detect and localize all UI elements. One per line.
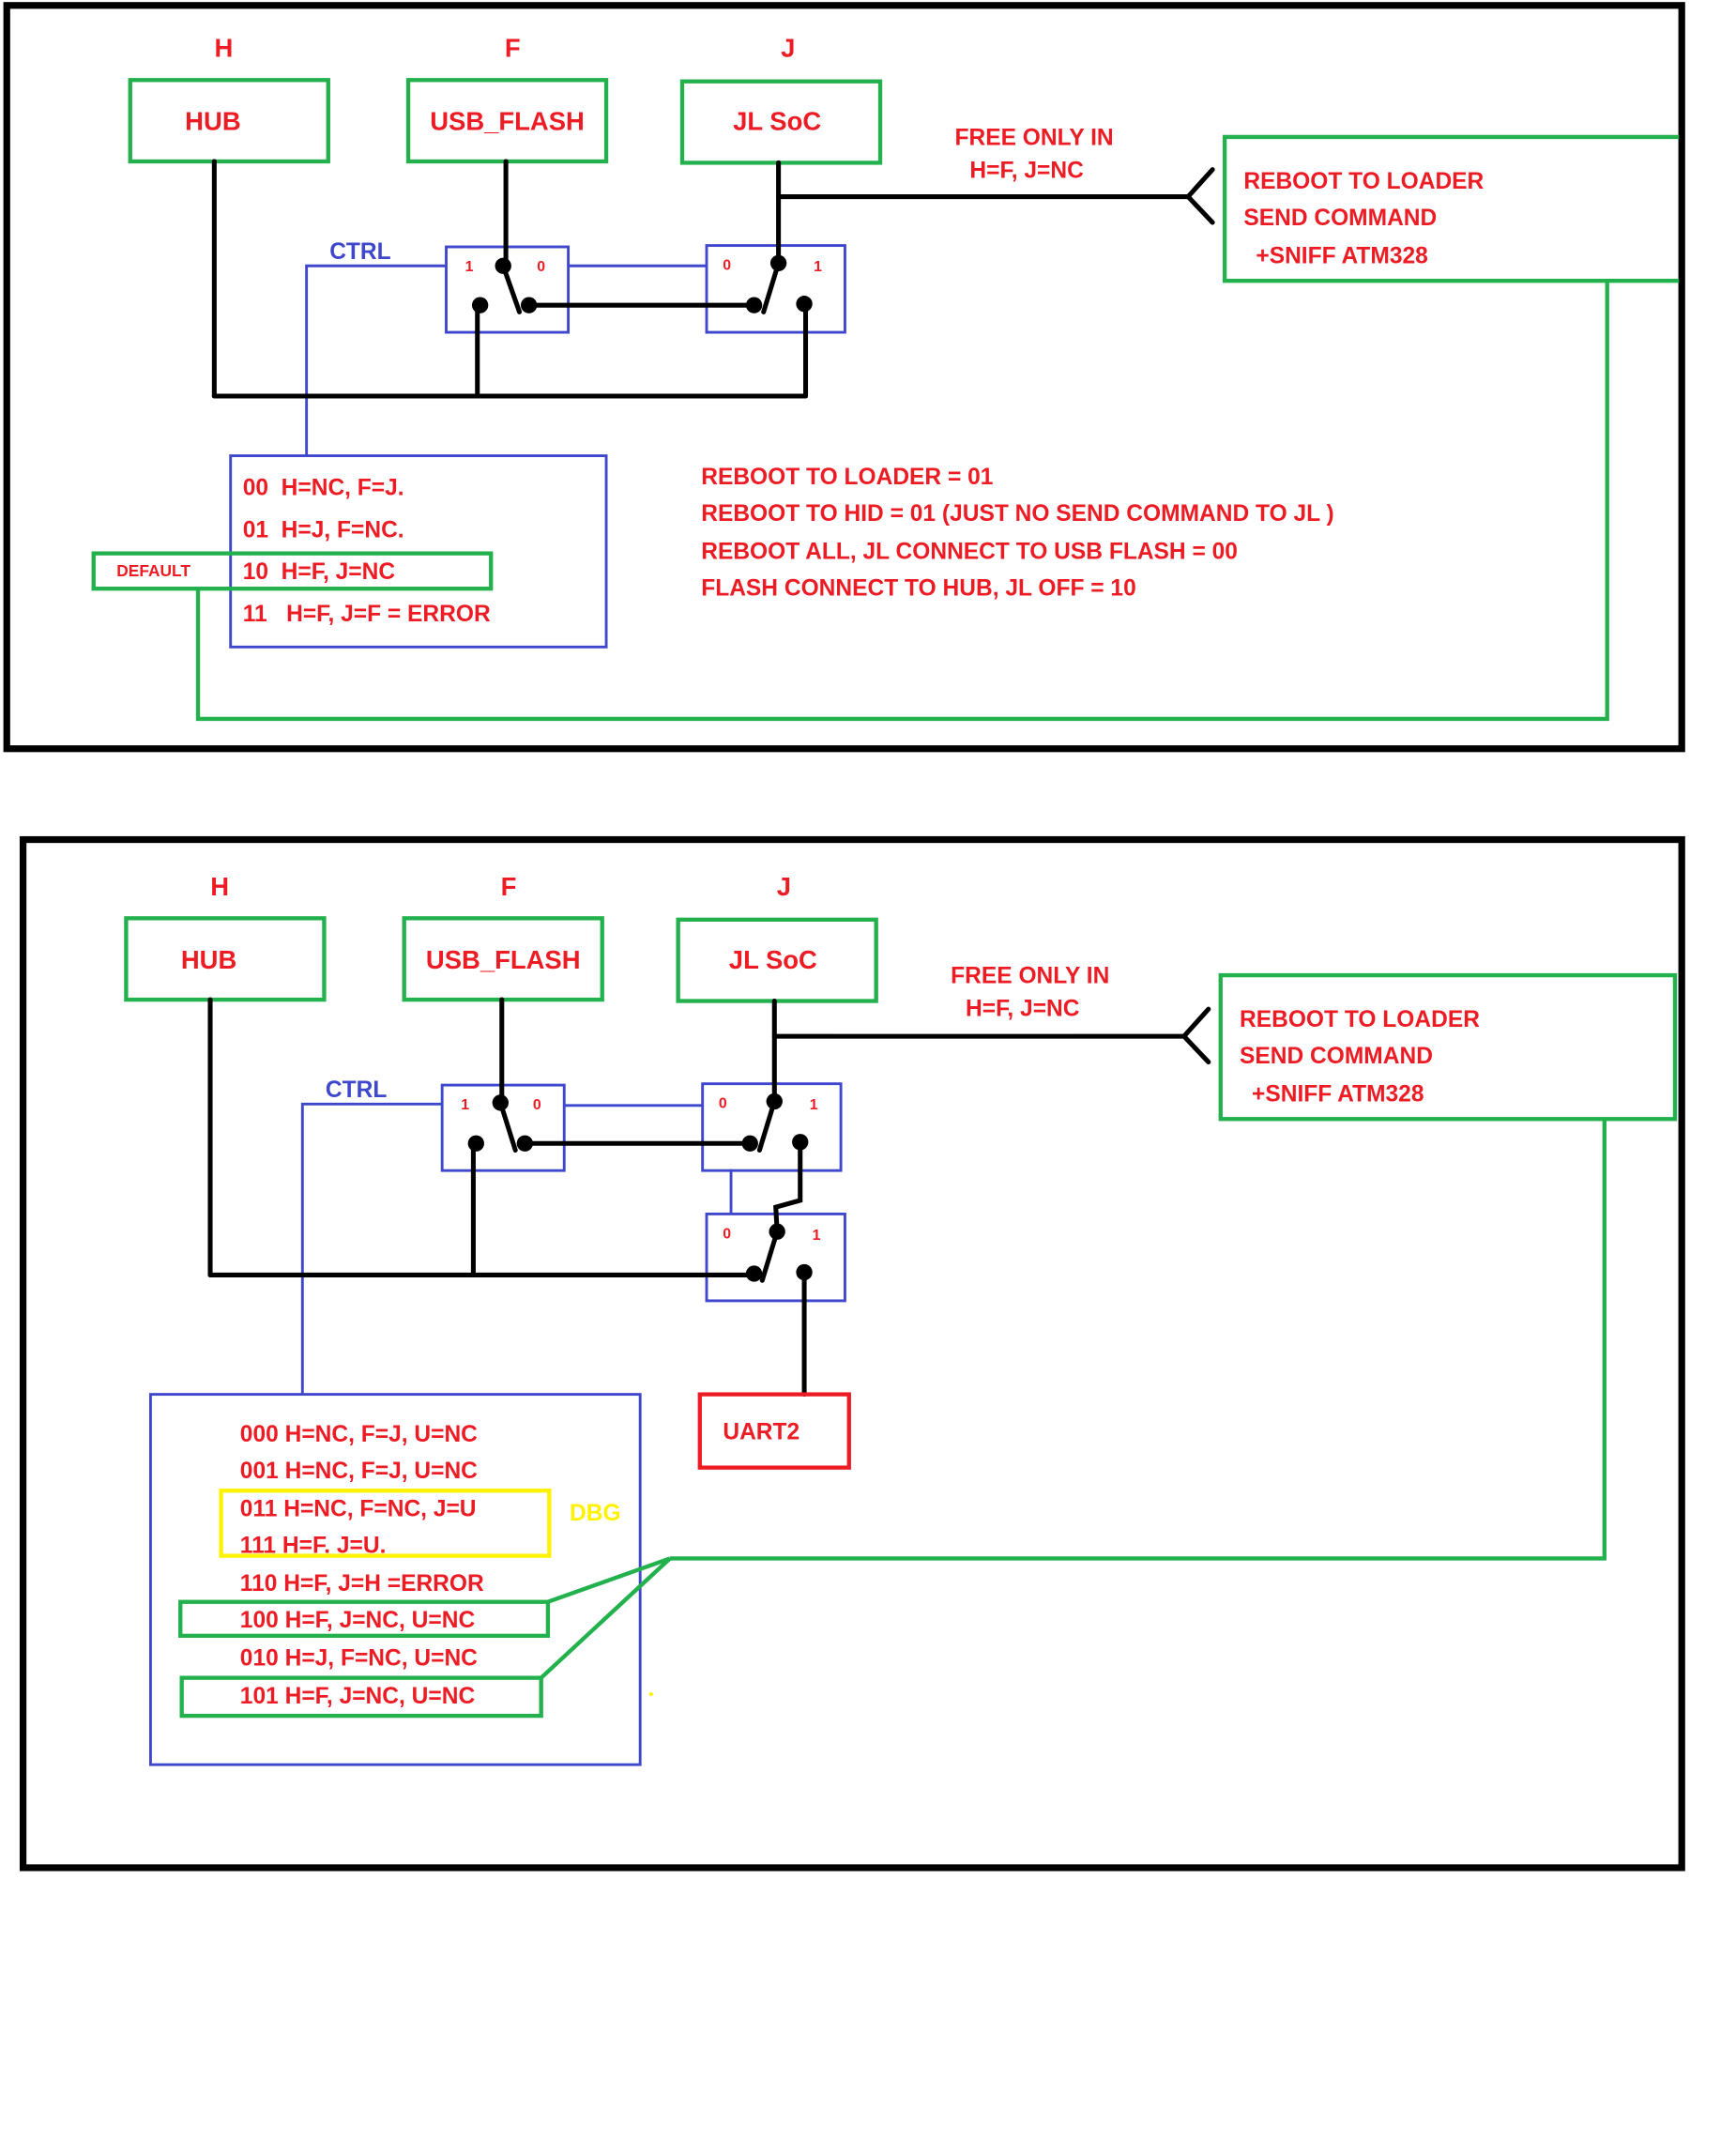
port-letter-hub: H [210, 872, 229, 901]
usb-flash-module-label: USB_FLASH [430, 107, 585, 136]
hub-module-label: HUB [181, 945, 236, 974]
default-feedback-line [669, 1119, 1607, 1561]
uart2-label: UART2 [723, 1419, 799, 1444]
bottom-panel-frame [19, 835, 1685, 1872]
atm-line-1: REBOOT TO LOADER [1243, 169, 1484, 194]
truth-row: 01 H=J, F=NC. [243, 517, 404, 542]
switch-1-pos-right: 0 [533, 1097, 541, 1113]
truth-row: 110 H=F, J=H =ERROR [240, 1571, 484, 1597]
atm328-box: REBOOT TO LOADER SEND COMMAND +SNIFF ATM… [1222, 134, 1680, 283]
debug-highlight: DBG [219, 1489, 621, 1558]
switch-3-pos-right: 1 [813, 1228, 821, 1244]
atm-line-2: SEND COMMAND [1243, 206, 1437, 231]
truth-table: 000 H=NC, F=J, U=NC 001 H=NC, F=J, U=NC … [148, 1393, 642, 1766]
port-letter-jl: J [781, 34, 795, 63]
jl-soc-module-label: JL SoC [733, 107, 821, 136]
free-note-line-1: FREE ONLY IN [955, 126, 1114, 151]
switch-3-pos-left: 0 [723, 1226, 731, 1242]
atm-line-3: +SNIFF ATM328 [1256, 243, 1427, 268]
bottom-panel: H F J HUB USB_FLASH JL SoC CTRL 1 0 [19, 835, 1685, 1872]
mode-note: REBOOT ALL, JL CONNECT TO USB FLASH = 00 [701, 539, 1238, 564]
jl-soc-module: JL SoC [679, 79, 883, 165]
mode-notes: REBOOT TO LOADER = 01 REBOOT TO HID = 01… [701, 465, 1333, 602]
switch-2: 0 1 [701, 1082, 843, 1172]
truth-row: 100 H=F, J=NC, U=NC [240, 1608, 476, 1633]
truth-table: 00 H=NC, F=J. 01 H=J, F=NC. 10 H=F, J=NC… [229, 454, 608, 649]
switch-2-pos-left: 0 [723, 258, 731, 274]
truth-row: 010 H=J, F=NC, U=NC [240, 1646, 478, 1672]
port-letter-jl: J [777, 872, 791, 901]
switch-2-pos-left: 0 [719, 1096, 727, 1112]
switch-2-pos-right: 1 [810, 1097, 818, 1113]
switch-2: 0 1 [705, 244, 846, 334]
ctrl-label: CTRL [329, 239, 390, 265]
default-feedback-line [195, 281, 1609, 722]
uart2-module: UART2 [697, 1392, 851, 1470]
jl-soc-module-label: JL SoC [729, 945, 817, 974]
top-panel-frame [3, 2, 1685, 753]
port-letter-flash: F [501, 872, 517, 901]
port-letter-flash: F [505, 34, 521, 63]
jl-soc-module: JL SoC [676, 917, 878, 1003]
ctrl-label: CTRL [326, 1077, 387, 1103]
atm-line-2: SEND COMMAND [1240, 1044, 1433, 1069]
top-connector-fork [1184, 167, 1215, 225]
truth-row: 10 H=F, J=NC [243, 559, 396, 585]
port-letter-hub: H [215, 34, 234, 63]
free-note-line-2: H=F, J=NC [969, 158, 1084, 183]
top-panel: H F J HUB USB_FLASH JL SoC CTRL 1 0 [3, 2, 1685, 753]
ctrl-line [305, 264, 447, 456]
hub-module: HUB [124, 916, 327, 1002]
truth-row: 011 H=NC, F=NC, J=U [240, 1497, 477, 1522]
truth-row: 00 H=NC, F=J. [243, 475, 404, 500]
truth-row: 11 H=F, J=F = ERROR [243, 602, 491, 627]
free-note-line-2: H=F, J=NC [966, 996, 1080, 1021]
free-note-line-1: FREE ONLY IN [951, 964, 1109, 989]
usb-flash-module: USB_FLASH [405, 78, 609, 164]
default-highlight: DEFAULT [91, 551, 494, 591]
mode-note: REBOOT TO HID = 01 (JUST NO SEND COMMAND… [701, 501, 1333, 527]
hub-module-label: HUB [185, 107, 240, 136]
switch-1-pos-right: 0 [537, 259, 545, 275]
bottom-connector-fork [1180, 1006, 1211, 1065]
default-label: DEFAULT [116, 561, 190, 580]
truth-row: 001 H=NC, F=J, U=NC [240, 1459, 478, 1484]
stray-dot [648, 1691, 653, 1697]
atm-line-3: +SNIFF ATM328 [1252, 1081, 1424, 1107]
atm-line-1: REBOOT TO LOADER [1240, 1007, 1480, 1032]
default-highlight-100 [178, 1599, 551, 1639]
usb-flash-module-label: USB_FLASH [426, 945, 581, 974]
hub-module: HUB [128, 78, 330, 164]
mode-note: FLASH CONNECT TO HUB, JL OFF = 10 [701, 575, 1136, 601]
debug-label: DBG [570, 1501, 621, 1526]
truth-row: 000 H=NC, F=J, U=NC [240, 1422, 478, 1447]
atm328-box: REBOOT TO LOADER SEND COMMAND +SNIFF ATM… [1218, 972, 1678, 1122]
truth-row: 101 H=F, J=NC, U=NC [240, 1684, 476, 1709]
switch-2-pos-right: 1 [814, 259, 822, 275]
ctrl-line [300, 1102, 443, 1395]
default-highlight-101 [179, 1675, 543, 1719]
usb-flash-module: USB_FLASH [402, 916, 604, 1002]
switch-1-pos-left: 1 [465, 259, 474, 275]
mode-note: REBOOT TO LOADER = 01 [701, 465, 993, 490]
switch-1-pos-left: 1 [461, 1097, 469, 1113]
